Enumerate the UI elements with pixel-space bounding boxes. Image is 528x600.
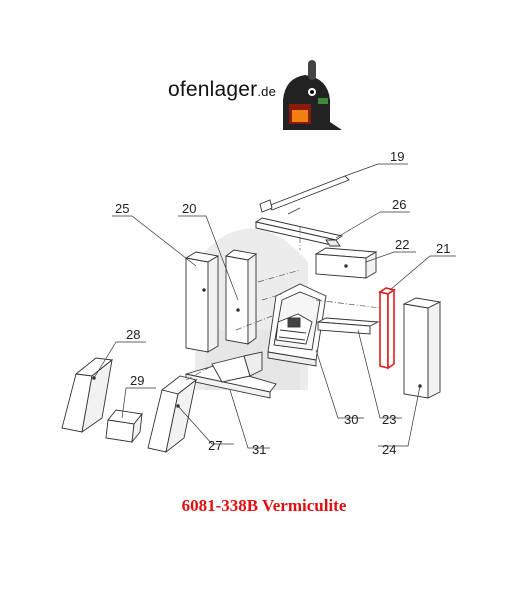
part-31 [185,351,277,399]
label-22: 22 [395,237,409,252]
label-25: 25 [115,201,129,216]
part-30 [267,283,327,367]
label-30: 30 [344,412,358,427]
part-20 [224,249,258,345]
label-27: 27 [208,438,222,453]
part-25 [184,251,220,353]
part-24 [402,297,442,399]
brand-name: ofenlager [168,78,258,101]
page-title: 6081-338B Vermiculite [181,496,347,515]
brand-tld: .de [257,84,277,99]
part-26 [254,211,381,247]
label-20: 20 [182,201,196,216]
logo-mascot-icon [283,60,342,130]
part-29 [105,409,143,444]
label-28: 28 [126,327,140,342]
part-28 [61,357,114,433]
label-24: 24 [382,442,396,457]
assembly-lines [185,226,381,381]
part-22 [314,247,378,279]
label-29: 29 [130,373,144,388]
label-21: 21 [436,241,450,256]
leader-lines [93,163,456,449]
part-21-highlighted [378,287,396,370]
label-19: 19 [390,149,404,164]
label-26: 26 [392,197,406,212]
label-23: 23 [382,412,396,427]
part-labels: 19 26 22 21 25 20 28 29 27 31 30 23 24 [115,149,450,457]
part-19 [259,163,379,215]
part-27 [147,375,198,454]
part-23 [316,317,380,335]
label-31: 31 [252,442,266,457]
brand-logo-text: ofenlager.de [168,78,276,102]
